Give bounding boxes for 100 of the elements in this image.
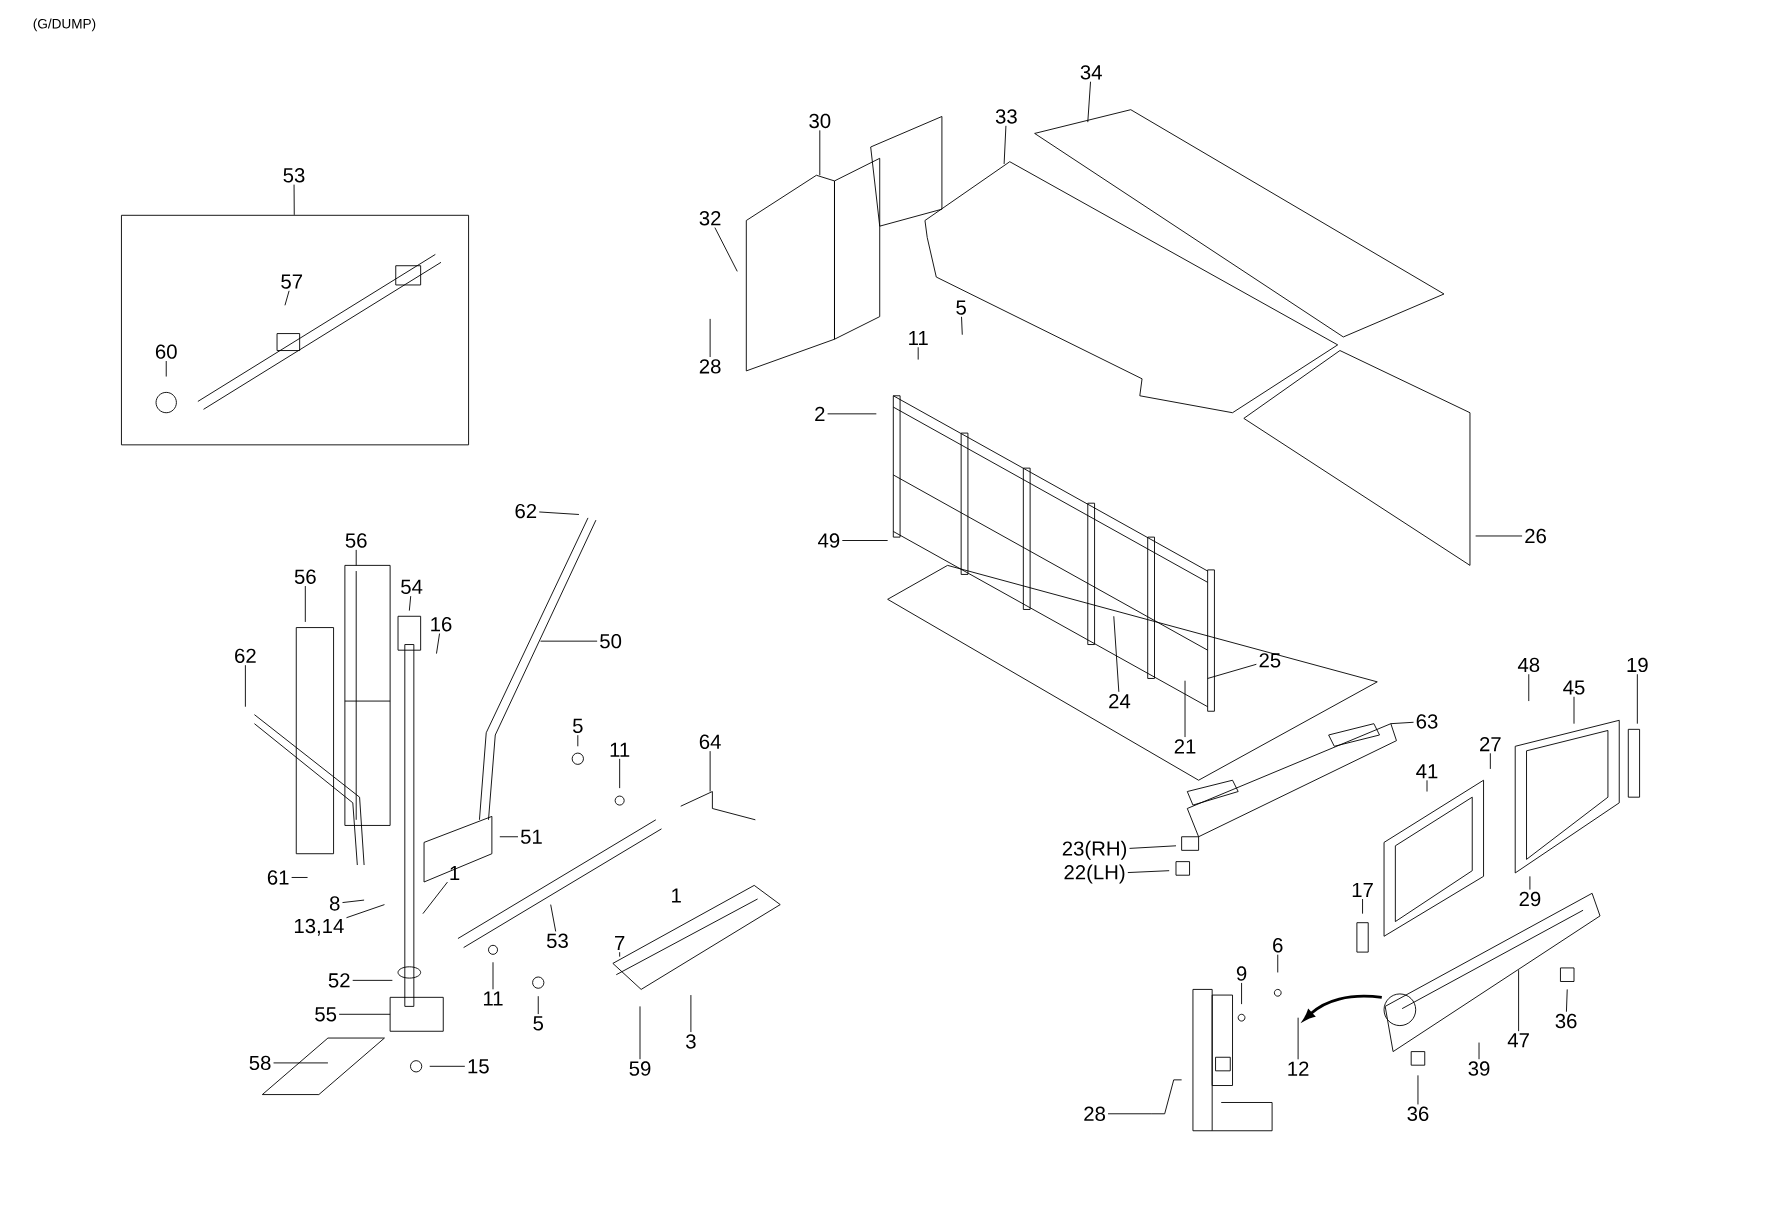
leader-line [338,1013,391,1015]
callout-number: 39 [1468,1061,1490,1076]
leader-line [284,290,290,306]
leader-line [436,633,440,654]
leader-line [1475,535,1523,537]
callout-number: 21 [1174,739,1196,754]
callout-number: 1 [450,865,460,880]
callout-number: 15 [468,1059,489,1074]
leader-line [1127,870,1170,873]
callout-number: 53 [546,933,568,948]
leader-line [1417,1074,1419,1105]
callout-number: 11 [484,991,503,1006]
callout-number: 27 [1480,736,1501,752]
callout-number: 11 [909,331,928,345]
callout-number: 7 [615,935,625,950]
leader-line [1489,752,1491,770]
leader-line [293,184,295,216]
leader-line [639,1005,641,1060]
callout-number: 33 [995,109,1017,124]
callout-number: 34 [1080,65,1102,80]
callout-number: 49 [818,533,840,548]
leader-line [244,664,246,708]
leader-line [690,994,692,1033]
leader-line [1277,954,1279,973]
leader-line [619,758,621,789]
leader-line [619,951,621,957]
leader-line [429,1065,466,1067]
inset-frame [121,214,470,446]
callout-number: 59 [629,1061,651,1076]
callout-number: 45 [1563,680,1585,695]
leader-line [550,904,557,932]
leader-line [538,511,580,515]
callout-number: 32 [699,210,721,226]
callout-number: 22(LH) [1064,864,1125,884]
leader-line [1207,663,1257,679]
callout-number: 41 [1416,764,1438,779]
leader-line [1003,125,1007,165]
leader-line [342,899,365,903]
leader-line [827,413,877,415]
leader-line [1184,680,1186,738]
callout-number: 3 [686,1034,696,1049]
callout-number: 2 [815,406,825,421]
callout-number: 5 [572,718,583,733]
leader-line [1241,982,1242,1005]
callout-number: 11 [610,742,630,757]
callout-number: 53 [283,168,305,183]
leader-line [1573,696,1575,725]
leader-line [1129,845,1177,849]
callout-number: 36 [1407,1106,1429,1121]
leader-line [422,881,448,915]
callout-number: 12 [1288,1061,1309,1076]
leader-line [273,1062,329,1064]
callout-number: 47 [1507,1033,1529,1048]
callout-number: 51 [520,829,542,844]
callout-number: 30 [809,113,831,129]
callout-number: 56 [345,533,367,548]
leader-line [1390,721,1414,725]
callout-number: 28 [699,359,721,374]
leader-line [165,360,167,377]
callout-number: 1 [672,888,681,903]
diagram-code: (G/DUMP) [33,18,96,32]
callout-number: 16 [431,616,452,632]
leader-line [1107,1113,1152,1115]
callout-number: 6 [1273,938,1283,953]
leader-line [540,640,598,642]
callout-number: 58 [249,1055,271,1071]
callout-number: 62 [235,648,256,663]
callout-number: 28 [1084,1106,1105,1121]
leader-line [499,836,519,838]
callout-number: 29 [1519,891,1541,907]
callout-number: 8 [329,896,340,911]
callout-number: 24 [1109,693,1131,709]
callout-number: 36 [1555,1013,1577,1029]
callout-number: 61 [267,870,289,885]
callout-number: 55 [315,1007,337,1022]
callout-number: 19 [1627,657,1648,672]
callout-number: 17 [1352,882,1373,897]
callout-number: 57 [281,274,303,289]
leader-line [537,995,539,1015]
leader-line [1297,1017,1299,1060]
leader-line [492,961,494,990]
leader-line [917,346,919,360]
callout-number: 60 [155,344,177,359]
leader-line [577,734,579,747]
leader-line [304,585,306,623]
callout-number: 64 [699,734,721,749]
callout-number: 13,14 [294,918,344,936]
callout-number: 9 [1236,966,1247,981]
callout-number: 62 [515,503,537,519]
leader-line [841,539,889,541]
callout-number: 5 [533,1016,544,1031]
leader-line [291,876,308,878]
leader-line [1636,673,1638,725]
leader-line [961,316,963,336]
leader-line [1528,673,1530,702]
callout-number: 23(RH) [1062,840,1127,860]
leader-line [352,979,393,981]
leader-line [1518,969,1520,1032]
callout-number: 26 [1525,528,1546,544]
callout-number: 48 [1517,657,1540,672]
